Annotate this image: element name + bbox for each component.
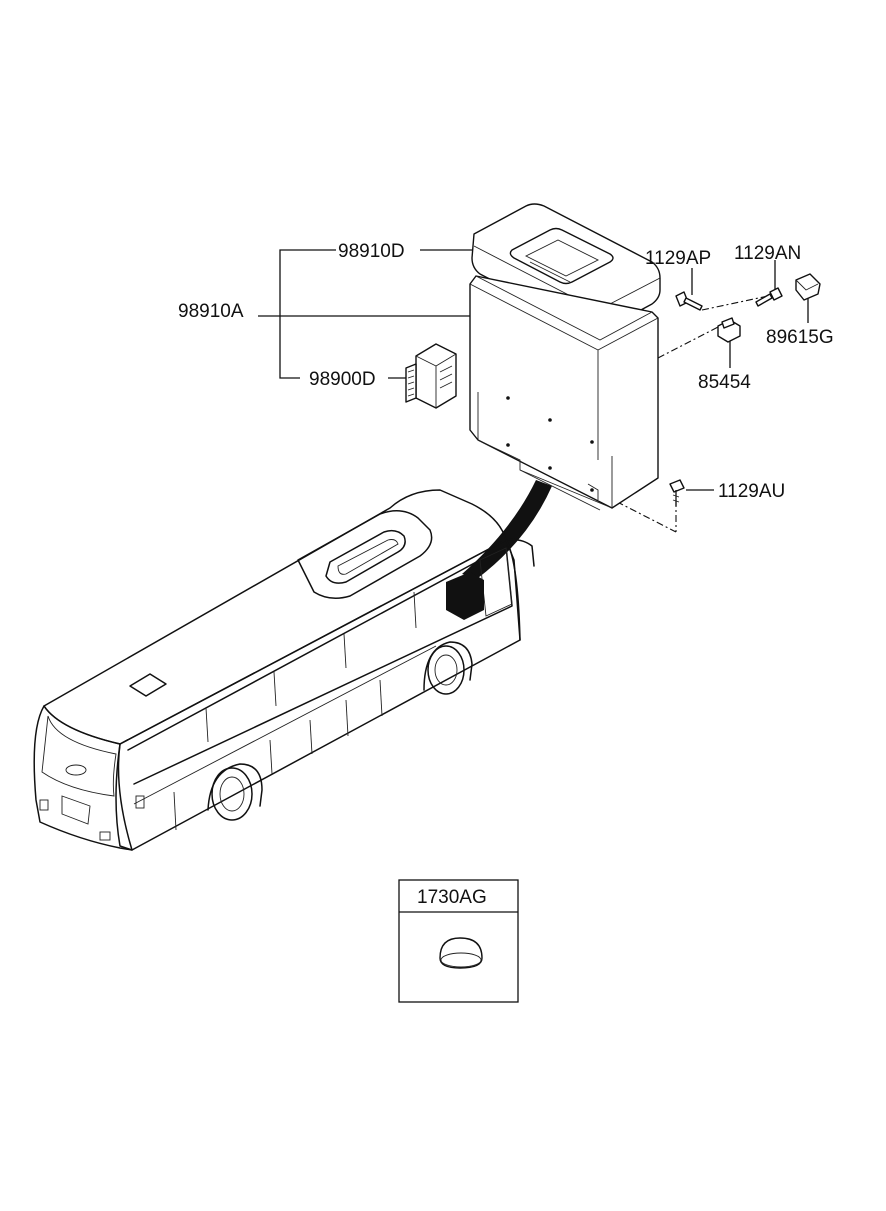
location-pointer xyxy=(462,480,552,578)
screw-1129ap-part xyxy=(675,291,703,311)
label-98910a: 98910A xyxy=(178,301,244,322)
marked-location xyxy=(446,572,484,620)
label-98910d: 98910D xyxy=(338,241,405,262)
label-1129an: 1129AN xyxy=(734,243,801,264)
leader-lines xyxy=(258,249,809,491)
screw-1129au-part xyxy=(669,479,685,506)
label-85454: 85454 xyxy=(698,372,751,393)
bus-illustration xyxy=(33,489,535,851)
screw-1129an-part xyxy=(755,287,783,307)
label-1129au: 1129AU xyxy=(718,481,785,502)
box-98910a-part xyxy=(469,275,659,511)
label-98900d: 98900D xyxy=(309,369,376,390)
label-1730ag: 1730AG xyxy=(417,887,487,908)
label-89615g: 89615G xyxy=(766,327,834,348)
plug-1730ag-inset xyxy=(398,879,519,1003)
label-1129ap: 1129AP xyxy=(645,248,711,269)
clip-85454-part xyxy=(717,317,741,343)
clip-89615g-part xyxy=(795,273,821,301)
module-98900d-part xyxy=(405,343,457,409)
